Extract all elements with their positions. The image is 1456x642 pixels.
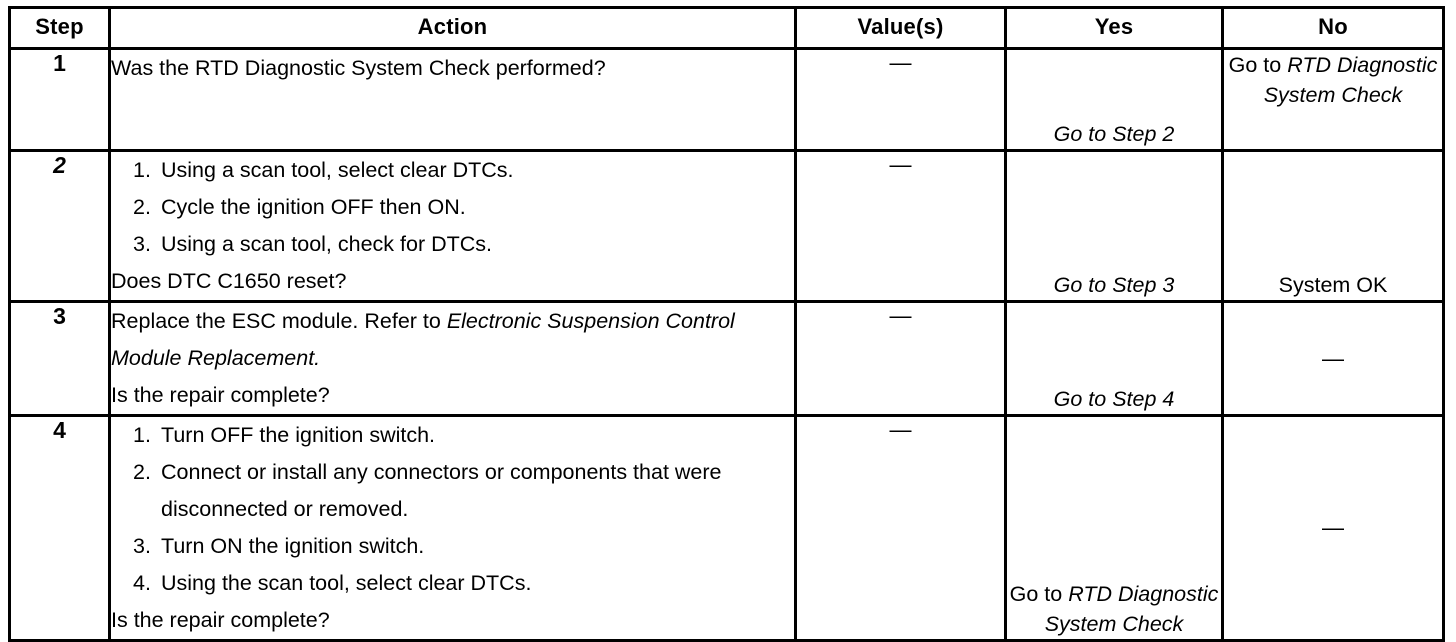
column-header-action: Action (108, 6, 797, 50)
cell-step: 4 (8, 414, 111, 642)
action-step-marker: 1. (133, 423, 151, 447)
diagnostic-table-page: Step Action Value(s) Yes No 1 Was the RTD… (8, 6, 1445, 642)
action-step-text: Using the scan tool, select clear DTCs. (161, 571, 532, 595)
step-number: 2 (53, 152, 66, 178)
cell-yes: Go to Step 4 (1004, 300, 1224, 417)
action-step-marker: 2. (133, 460, 151, 484)
action-step-item: 4. Using the scan tool, select clear DTCs… (111, 565, 794, 602)
step-number: 4 (53, 417, 66, 443)
action-step-marker: 3. (133, 534, 151, 558)
action-step-marker: 2. (133, 195, 151, 219)
action-step-marker: 4. (133, 571, 151, 595)
action-step-list: 1. Using a scan tool, select clear DTCs. 2… (111, 152, 794, 263)
yes-reference-text: RTD Diagnostic System Check (1044, 582, 1219, 636)
action-step-text: Using a scan tool, select clear DTCs. (161, 158, 514, 182)
table-row: 2 1. Using a scan tool, select clear DTCs.… (8, 149, 1445, 303)
yes-text: Go to Step 3 (1053, 273, 1175, 297)
no-text: Go to (1228, 53, 1288, 77)
action-question: Is the repair complete? (111, 383, 330, 407)
cell-action: Was the RTD Diagnostic System Check perf… (108, 47, 797, 152)
yes-text: Go to Step 2 (1053, 122, 1175, 146)
value-text: — (889, 152, 912, 177)
no-text: System OK (1278, 273, 1388, 297)
cell-value: — (794, 47, 1007, 152)
cell-value: — (794, 300, 1007, 417)
action-intro: Replace the ESC module. Refer to Electro… (111, 303, 794, 377)
action-intro-text: Replace the ESC module. Refer to (111, 309, 447, 333)
action-question: Is the repair complete? (111, 608, 330, 632)
cell-no: Go to RTD Diagnostic System Check (1221, 47, 1445, 152)
cell-value: — (794, 149, 1007, 303)
action-step-text: Using a scan tool, check for DTCs. (161, 232, 492, 256)
action-step-item: 1. Using a scan tool, select clear DTCs. (111, 152, 794, 189)
action-step-item: 2. Cycle the ignition OFF then ON. (111, 189, 794, 226)
no-reference-text: RTD Diagnostic System Check (1263, 53, 1438, 107)
cell-yes: Go to RTD Diagnostic System Check (1004, 414, 1224, 642)
no-text: — (1322, 515, 1344, 540)
cell-action: 1. Turn OFF the ignition switch. 2. Connect… (108, 414, 797, 642)
action-step-text: Cycle the ignition OFF then ON. (161, 195, 466, 219)
action-step-marker: 1. (133, 158, 151, 182)
action-reference-text: Electronic Suspension Control Module Rep… (111, 309, 735, 370)
cell-no: — (1221, 300, 1445, 417)
column-header-value: Value(s) (794, 6, 1007, 50)
table-body: 1 Was the RTD Diagnostic System Check per… (8, 47, 1445, 642)
table-row: 3 Replace the ESC module. Refer to Electr… (8, 300, 1445, 417)
cell-step: 2 (8, 149, 111, 303)
action-intro: Was the RTD Diagnostic System Check perf… (111, 50, 794, 87)
value-text: — (889, 50, 912, 75)
action-step-text: Turn ON the ignition switch. (161, 534, 425, 558)
no-text: — (1322, 345, 1344, 371)
table-row: 1 Was the RTD Diagnostic System Check per… (8, 47, 1445, 152)
action-step-item: 1. Turn OFF the ignition switch. (111, 417, 794, 454)
yes-text: Go to (1009, 582, 1069, 606)
action-step-marker: 3. (133, 232, 151, 256)
column-header-yes: Yes (1004, 6, 1224, 50)
cell-no: System OK (1221, 149, 1445, 303)
cell-yes: Go to Step 2 (1004, 47, 1224, 152)
action-step-item: 3. Using a scan tool, check for DTCs. (111, 226, 794, 263)
action-question: Does DTC C1650 reset? (111, 269, 347, 293)
step-number: 3 (53, 303, 66, 329)
cell-value: — (794, 414, 1007, 642)
yes-text: Go to Step 4 (1053, 387, 1175, 411)
cell-no: — (1221, 414, 1445, 642)
cell-yes: Go to Step 3 (1004, 149, 1224, 303)
cell-action: Replace the ESC module. Refer to Electro… (108, 300, 797, 417)
column-header-step: Step (8, 6, 111, 50)
action-step-list: 1. Turn OFF the ignition switch. 2. Connect… (111, 417, 794, 602)
diagnostic-procedure-table: Step Action Value(s) Yes No 1 Was the RTD… (8, 6, 1445, 642)
column-header-no: No (1221, 6, 1445, 50)
action-intro-text: Was the RTD Diagnostic System Check perf… (111, 56, 606, 80)
cell-action: 1. Using a scan tool, select clear DTCs. 2… (108, 149, 797, 303)
step-number: 1 (53, 50, 66, 76)
action-step-item: 2. Connect or install any connectors or c… (111, 454, 794, 528)
action-step-item: 3. Turn ON the ignition switch. (111, 528, 794, 565)
value-text: — (889, 303, 912, 328)
table-row: 4 1. Turn OFF the ignition switch. 2. Connec… (8, 414, 1445, 642)
value-text: — (889, 417, 912, 442)
action-step-text: Turn OFF the ignition switch. (161, 423, 436, 447)
cell-step: 3 (8, 300, 111, 417)
cell-step: 1 (8, 47, 111, 152)
action-step-text: Connect or install any connectors or com… (161, 460, 722, 521)
table-header-row: Step Action Value(s) Yes No (8, 6, 1445, 50)
